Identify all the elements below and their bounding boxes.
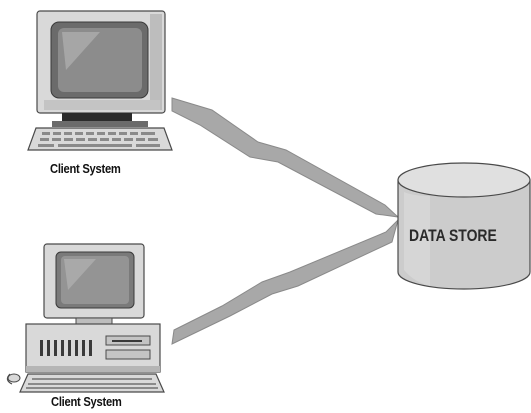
client-bottom-label: Client System bbox=[51, 394, 122, 409]
data-store-cylinder bbox=[397, 162, 531, 290]
client-computer-bottom bbox=[6, 243, 165, 393]
data-store-label: DATA STORE bbox=[409, 226, 497, 245]
lightning-connector-bottom bbox=[171, 218, 399, 345]
client-top-label: Client System bbox=[50, 161, 121, 176]
client-computer-top bbox=[27, 10, 173, 151]
lightning-connector-top bbox=[171, 97, 400, 218]
